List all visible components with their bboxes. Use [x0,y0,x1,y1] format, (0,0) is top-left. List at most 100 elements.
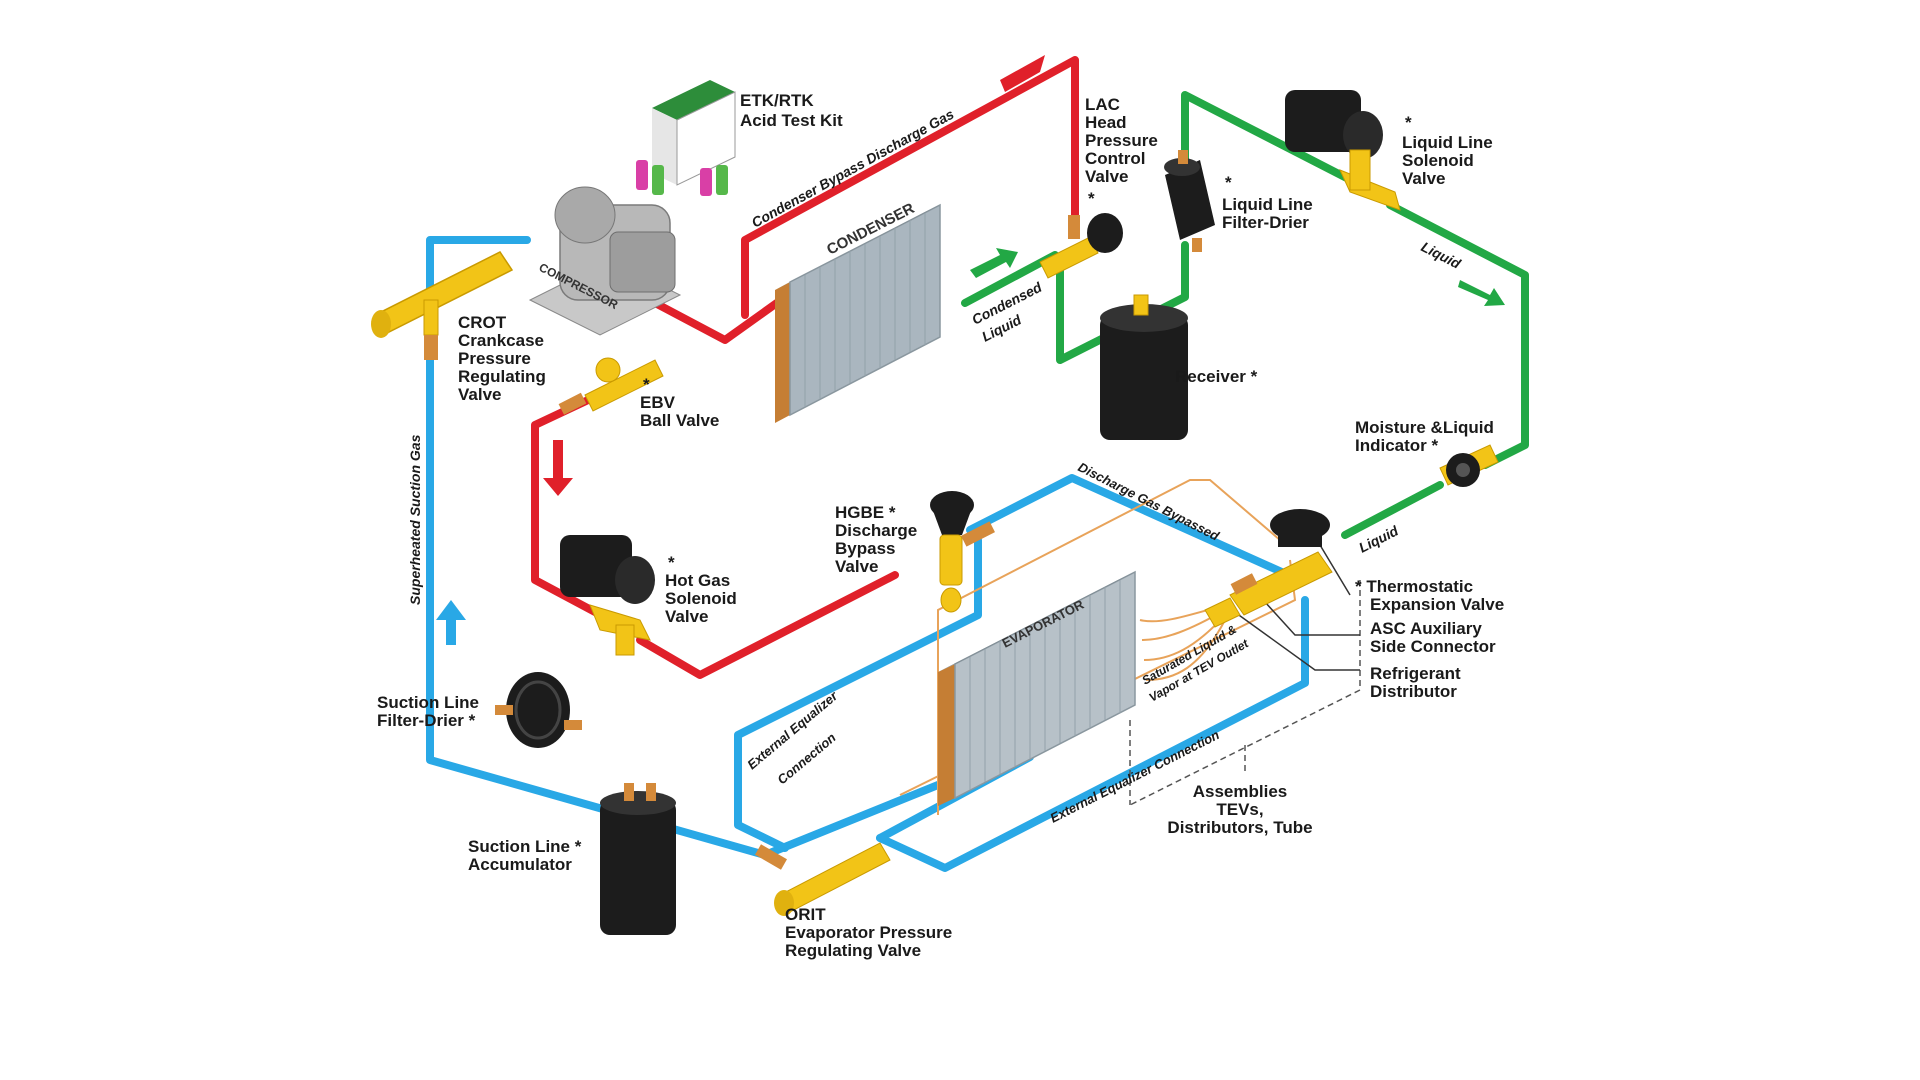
label-moisture-2: Indicator * [1355,436,1439,455]
tev-copper-out [1230,573,1258,595]
label-solenoid-3: Valve [1402,169,1446,188]
hgbe-dome [932,508,972,535]
label-orit-2: Evaporator Pressure [785,923,952,942]
orit-body [779,842,891,913]
hot-gas-line-to-bypass [636,571,899,679]
assemblies-bracket-outline [1129,580,1361,806]
lac-copper-top [1068,215,1080,239]
label-moisture-1: Moisture &Liquid [1355,418,1494,437]
label-solenoid-2: Solenoid [1402,151,1474,170]
label-orit-3: Regulating Valve [785,941,921,960]
filter-drier-top [1164,158,1200,176]
evaporator-top-face [938,572,1135,672]
label-crot-5: Valve [458,385,502,404]
label-assemblies-3: Distributors, Tube [1167,818,1312,837]
condenser-bypass-line [741,56,1079,319]
label-asc-2: Side Connector [1370,637,1496,656]
label-crot-3: Pressure [458,349,531,368]
tev-dome [1278,525,1322,547]
suction-line-accumulator [600,783,676,935]
orit-valve [755,842,891,916]
hot-gas-coil-end [615,556,655,604]
suction-line-filter-drier [495,672,582,748]
solenoid-stem [1349,149,1371,191]
label-receiver: Receiver * [1175,367,1258,386]
evaporator-coil: EVAPORATOR [938,570,1136,806]
hgbe-body [939,534,963,586]
crot-stem [423,299,439,336]
liquid-line-right [1386,201,1529,469]
label-acid-test-kit: Acid Test Kit [740,111,843,130]
lac-dome [1087,213,1123,253]
label-external-equalizer-bottom: External Equalizer Connection [1048,727,1222,826]
label-hot-gas-3: Valve [665,607,709,626]
label-hgbe-3: Bypass [835,539,895,558]
label-lac: LAC [1085,95,1120,114]
liquid-line-upper [1181,91,1374,194]
discharge-arrow-down [543,440,573,496]
label-crot-1: CROT [458,313,507,332]
label-hgbe-2: Discharge [835,521,917,540]
hot-gas-bypass-blue-loop [966,474,1299,582]
label-suction-filter-2: Filter-Drier * [377,711,476,730]
ebv-body [584,359,664,412]
crot-copper [424,335,438,360]
compressor-fins-block [609,231,676,293]
ebv-copper-left [558,392,587,415]
label-hgbe-1: HGBE * [835,503,896,522]
label-solenoid-asterisk: * [1405,113,1412,132]
suction-filter-copper-right [564,720,582,730]
label-lac-asterisk: * [1088,189,1095,208]
receiver-body [1100,315,1188,440]
label-lac-control: Control [1085,149,1145,168]
suction-riser [426,356,984,859]
distributor-leader [1224,604,1360,671]
indicator-sight-glass-inner [1456,463,1470,477]
hgbe-copper [961,521,995,547]
evaporator-side-face [938,664,955,806]
compressor-to-condenser-line [636,291,792,344]
label-ebv-asterisk: * [643,375,650,394]
label-suction-filter-1: Suction Line [377,693,479,712]
label-solenoid-1: Liquid Line [1402,133,1493,152]
label-crot-2: Crankcase [458,331,544,350]
label-liquid-filter-asterisk: * [1225,173,1232,192]
kit-bottle-1 [636,160,648,190]
label-tev-2: Expansion Valve [1370,595,1504,614]
label-assemblies-2: TEVs, [1216,800,1263,819]
label-liquid-filter-2: Filter-Drier [1222,213,1309,232]
acid-test-kit [636,80,736,196]
kit-side [676,91,736,186]
kit-bottle-3 [700,168,712,196]
receiver-top [1100,304,1188,332]
kit-bottle-4 [716,165,728,195]
refrigerant-distributor [1204,597,1241,628]
label-tev-1: * Thermostatic [1355,577,1473,596]
filter-drier-copper-top [1178,150,1188,164]
discharge-arrow-up [1000,55,1045,92]
liquid-line-to-tev [1341,481,1444,539]
distributor-tube-4 [1145,619,1226,681]
compressor: COMPRESSOR [528,186,682,336]
solenoid-coil-end [1343,111,1383,159]
kit-top [652,80,735,120]
equalizer-bottom-blue-loop [876,596,1309,872]
label-distributor-2: Distributor [1370,682,1457,701]
label-lac-valve: Valve [1085,167,1129,186]
label-accumulator-2: Accumulator [468,855,572,874]
label-liquid-filter-1: Liquid Line [1222,195,1313,214]
distributor-body [1204,597,1241,628]
label-crot-4: Regulating [458,367,546,386]
label-hot-gas-1: Hot Gas [665,571,730,590]
ebv-handle [595,357,621,383]
kit-bottle-2 [652,165,664,195]
label-asc-1: ASC Auxiliary [1370,619,1482,638]
moisture-liquid-indicator [1439,444,1499,487]
crot-valve [371,251,514,360]
liquid-arrow [1458,280,1505,306]
filter-drier-copper-bottom [1192,238,1202,252]
lac-body [1039,236,1099,279]
liquid-line-pipes [961,91,1529,539]
label-hgbe-4: Valve [835,557,879,576]
suction-filter-ring [514,680,562,740]
